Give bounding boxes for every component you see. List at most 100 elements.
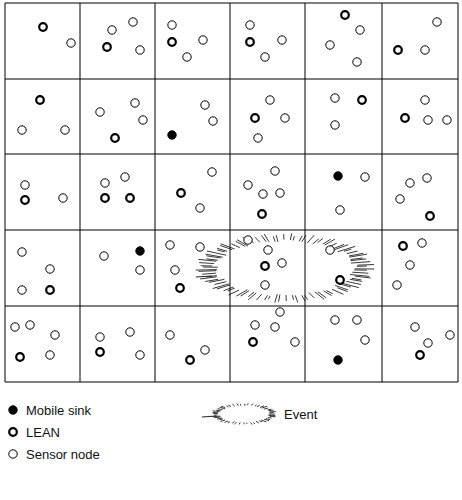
sensor-node <box>251 321 259 329</box>
lean-node <box>126 194 134 202</box>
event-stroke <box>214 414 217 415</box>
event-stroke <box>270 416 276 418</box>
sensor-node <box>168 21 176 29</box>
nodes <box>11 11 454 364</box>
sensor-node <box>393 281 401 289</box>
sensor-node <box>264 246 272 254</box>
event-stroke <box>220 420 225 422</box>
event-stroke <box>350 274 369 276</box>
event-stroke <box>259 421 262 422</box>
event-stroke <box>269 411 276 413</box>
event-stroke <box>232 404 234 406</box>
event-stroke <box>269 412 273 413</box>
event-stroke <box>256 294 261 300</box>
sensor-node <box>136 351 144 359</box>
event-stroke <box>220 407 226 409</box>
event-stroke <box>225 421 228 422</box>
sensor-node <box>261 53 269 61</box>
grid-line <box>155 3 156 382</box>
sensor-node <box>421 96 429 104</box>
event-stroke <box>232 422 234 424</box>
sensor-node <box>336 206 344 214</box>
event-stroke <box>268 415 275 416</box>
lean-node <box>426 212 434 220</box>
event-stroke <box>248 292 254 296</box>
sensor-node <box>396 195 404 203</box>
event-stroke <box>216 410 220 412</box>
sensor-node <box>9 450 17 458</box>
lean-node <box>103 43 111 51</box>
grid-line <box>5 154 458 155</box>
sensor-node <box>136 46 144 54</box>
sensor-node <box>291 338 299 346</box>
lean-node <box>251 114 259 122</box>
lean-node <box>186 356 194 364</box>
sensor-node <box>18 126 26 134</box>
sensor-node <box>166 331 174 339</box>
event-stroke <box>213 412 219 413</box>
sensor-node <box>331 94 339 102</box>
grid-line <box>5 79 458 80</box>
mobile-sink <box>136 247 144 255</box>
event-stroke <box>354 269 367 270</box>
event-stroke <box>244 404 245 406</box>
event-stroke <box>358 264 374 266</box>
lean-node <box>394 46 402 54</box>
event-stroke <box>351 262 370 263</box>
event-stroke <box>264 408 268 409</box>
sensor-node <box>121 173 129 181</box>
sensor-node <box>129 18 137 26</box>
sensor-node <box>26 321 34 329</box>
sensor-node <box>101 179 109 187</box>
lean-node <box>336 276 344 284</box>
event-stroke <box>239 422 241 424</box>
lean-node <box>111 134 119 142</box>
event-stroke <box>234 422 236 424</box>
sensor-node <box>59 194 67 202</box>
event-stroke <box>231 244 239 248</box>
event-stroke <box>269 414 275 415</box>
event-stroke <box>240 404 242 406</box>
grid-line <box>5 3 458 4</box>
event-stroke <box>196 276 212 277</box>
event-stroke <box>213 413 218 414</box>
event-stroke <box>293 236 294 240</box>
sensor-node <box>276 189 284 197</box>
sensor-node <box>67 39 75 47</box>
sensor-node <box>271 167 279 175</box>
lean-node <box>416 351 424 359</box>
event-stroke <box>347 251 358 254</box>
event-stroke <box>253 422 255 424</box>
grid-line <box>382 3 383 382</box>
legend-label: Event <box>284 407 317 422</box>
event-stroke <box>278 295 279 302</box>
event-stroke <box>349 254 367 257</box>
mobile-sink <box>334 356 342 364</box>
grid-line <box>80 3 81 382</box>
grid-line <box>458 3 459 382</box>
sensor-node <box>11 323 19 331</box>
sensor-node <box>18 248 26 256</box>
event-stroke <box>307 235 314 243</box>
grid-line <box>230 3 231 382</box>
legend-symbol <box>200 400 278 428</box>
event-stroke <box>251 422 253 424</box>
lean-node <box>358 96 366 104</box>
event-stroke <box>313 239 319 244</box>
sensor-node <box>21 181 29 189</box>
sensor-node <box>96 333 104 341</box>
sensor-node <box>326 41 334 49</box>
lean-node <box>16 353 24 361</box>
sensor-node <box>139 116 147 124</box>
event-stroke <box>229 405 231 406</box>
sensor-node <box>166 241 174 249</box>
event-stroke <box>286 295 287 301</box>
lean-node <box>246 38 254 46</box>
event-stroke <box>292 295 293 300</box>
event-stroke <box>255 237 260 242</box>
sensor-node <box>446 331 454 339</box>
event-symbol <box>202 403 276 424</box>
event-stroke <box>221 406 225 407</box>
sensor-node <box>246 21 254 29</box>
event-stroke <box>283 234 284 239</box>
